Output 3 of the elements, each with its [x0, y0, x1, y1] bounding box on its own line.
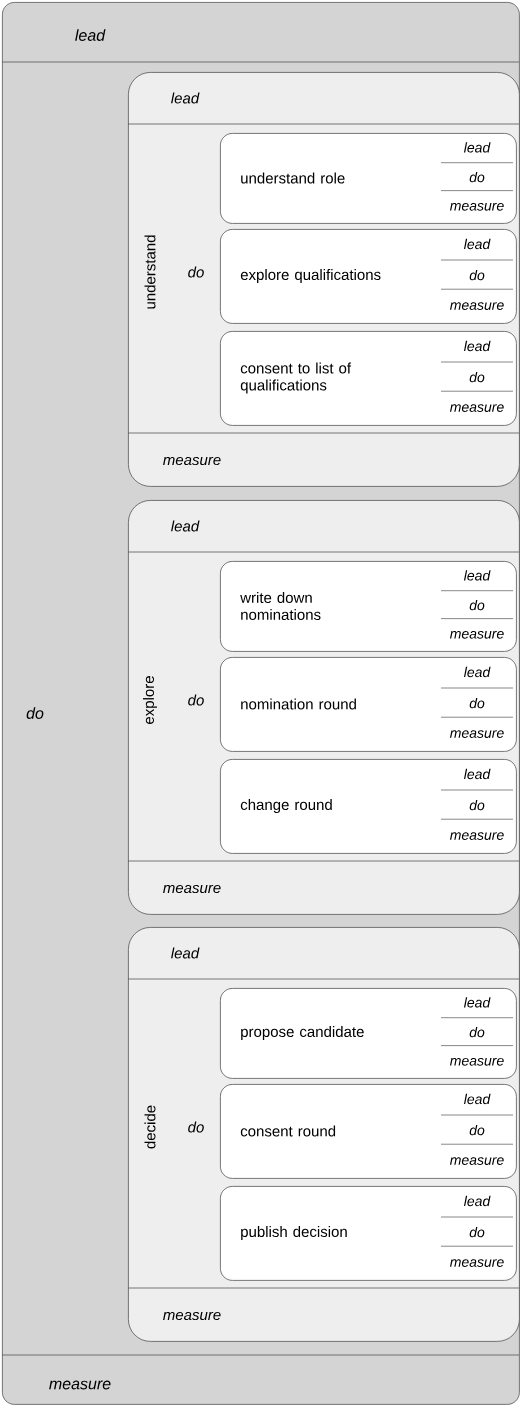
step-box: publish decision lead do measure	[220, 1186, 517, 1281]
step-box: consent to list of qualifications lead do measure	[220, 331, 517, 426]
step-box: change round lead do measure	[220, 759, 517, 854]
